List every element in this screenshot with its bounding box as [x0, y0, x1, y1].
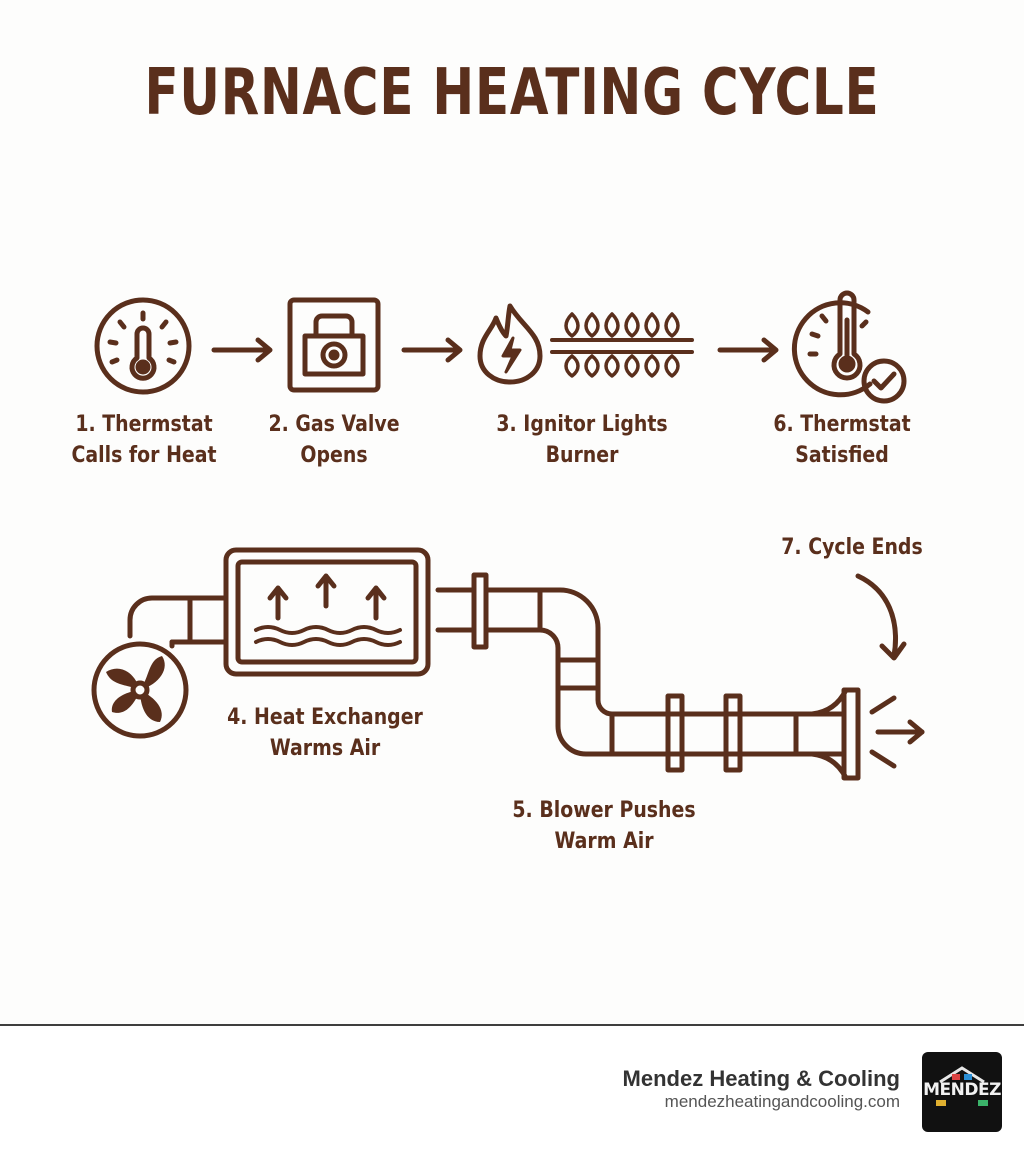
thermometer-dial-icon: [94, 297, 192, 395]
step-2-label: 2. Gas Valve Opens: [268, 412, 400, 468]
arrow-1-2-head: [255, 337, 273, 363]
step-7-label: 7. Cycle Ends: [781, 535, 923, 560]
curved-arrow-icon: [855, 573, 907, 661]
cycle-diagram: [91, 290, 925, 781]
gas-valve-icon: [287, 297, 381, 393]
company-logo: MENDEZ: [922, 1052, 1002, 1132]
burner-flames-icon: [550, 314, 694, 376]
arrow-2-3-head: [445, 337, 463, 363]
page-title: FURNACE HEATING CYCLE: [144, 56, 880, 130]
flame-bolt-icon: [477, 303, 543, 385]
logo-wordmark: MENDEZ: [923, 1080, 1001, 1100]
company-name: Mendez Heating & Cooling: [622, 1066, 900, 1091]
footer-divider: [0, 1024, 1024, 1026]
step-5-label: 5. Blower Pushes Warm Air: [512, 798, 696, 854]
house-roof-icon: [936, 1066, 988, 1106]
step-3-label: 3. Ignitor Lights Burner: [496, 412, 668, 468]
heat-exchanger-icon: [223, 547, 431, 677]
intake-duct: [127, 595, 229, 649]
company-website[interactable]: mendezheatingandcooling.com: [664, 1092, 900, 1111]
thermostat-check-icon: [791, 290, 907, 404]
step-4-label: 4. Heat Exchanger Warms Air: [227, 705, 423, 761]
step-6-label: 6. Thermstat Satisfied: [773, 412, 911, 468]
duct-pipe: [435, 572, 925, 781]
footer: [0, 1026, 1024, 1154]
fan-icon: [91, 641, 189, 739]
step-1-label: 1. Thermstat Calls for Heat: [71, 412, 217, 468]
company-info: Mendez Heating & Cooling mendezheatingan…: [623, 1066, 900, 1112]
arrow-3-6-head: [761, 337, 779, 363]
